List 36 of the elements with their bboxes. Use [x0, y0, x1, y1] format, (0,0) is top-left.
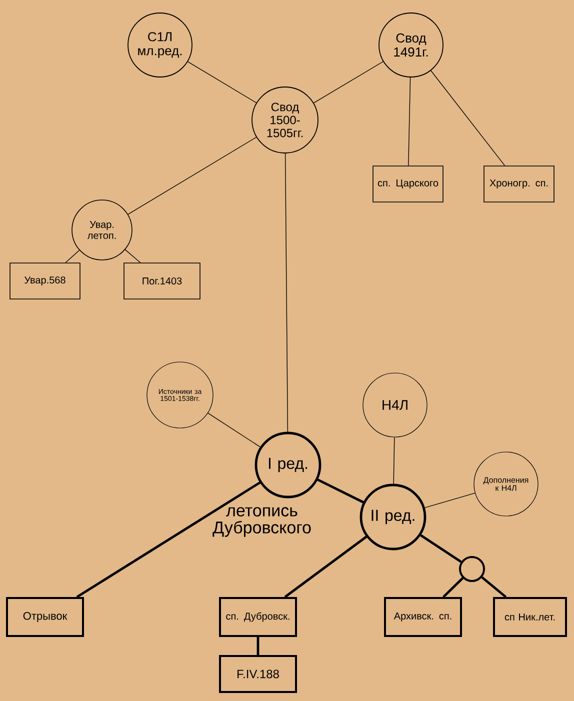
box-node: F.IV.188	[219, 655, 297, 693]
connector-line	[128, 136, 257, 215]
connector-line	[430, 70, 506, 166]
connector-line	[420, 534, 462, 563]
box-node: сп. Дубровск.	[219, 597, 297, 637]
circle-node: Увар. летоп.	[72, 200, 132, 260]
connector-line	[208, 412, 260, 448]
circle-node: I ред.	[254, 432, 322, 498]
circle-node: С1Л мл.ред.	[128, 12, 192, 78]
box-node: Увар.568	[10, 262, 80, 300]
connector-line	[65, 250, 80, 263]
box-node: сп. Царского	[372, 166, 444, 202]
connector-line	[284, 536, 368, 598]
circle-node: Н4Л	[362, 372, 428, 438]
connector-line	[424, 492, 476, 508]
connector-line	[313, 61, 384, 104]
circle-node: Свод 1491г.	[378, 12, 444, 78]
circle-node: Дополнения к Н4Л	[474, 452, 538, 516]
connector-line	[124, 249, 141, 263]
circle-node: II ред.	[360, 484, 426, 550]
connector-line	[393, 436, 395, 484]
connector-line	[76, 482, 260, 598]
connector-line	[284, 153, 288, 432]
box-node: Пог.1403	[124, 262, 200, 300]
box-node: Хроногр. сп.	[484, 166, 554, 202]
box-node: Архивск. сп.	[384, 597, 462, 637]
box-node: Отрывок	[6, 597, 84, 637]
annotation-text: летопись Дубровского	[212, 507, 311, 537]
connector-line	[187, 61, 257, 104]
circle-node: Свод 1500-1505гг.	[252, 86, 318, 154]
box-node: сп Ник.лет.	[493, 597, 567, 637]
connector-line	[408, 77, 411, 166]
connector-line	[481, 576, 507, 598]
connector-line	[317, 478, 364, 504]
connector-line	[442, 577, 464, 598]
connector-line	[256, 637, 260, 655]
